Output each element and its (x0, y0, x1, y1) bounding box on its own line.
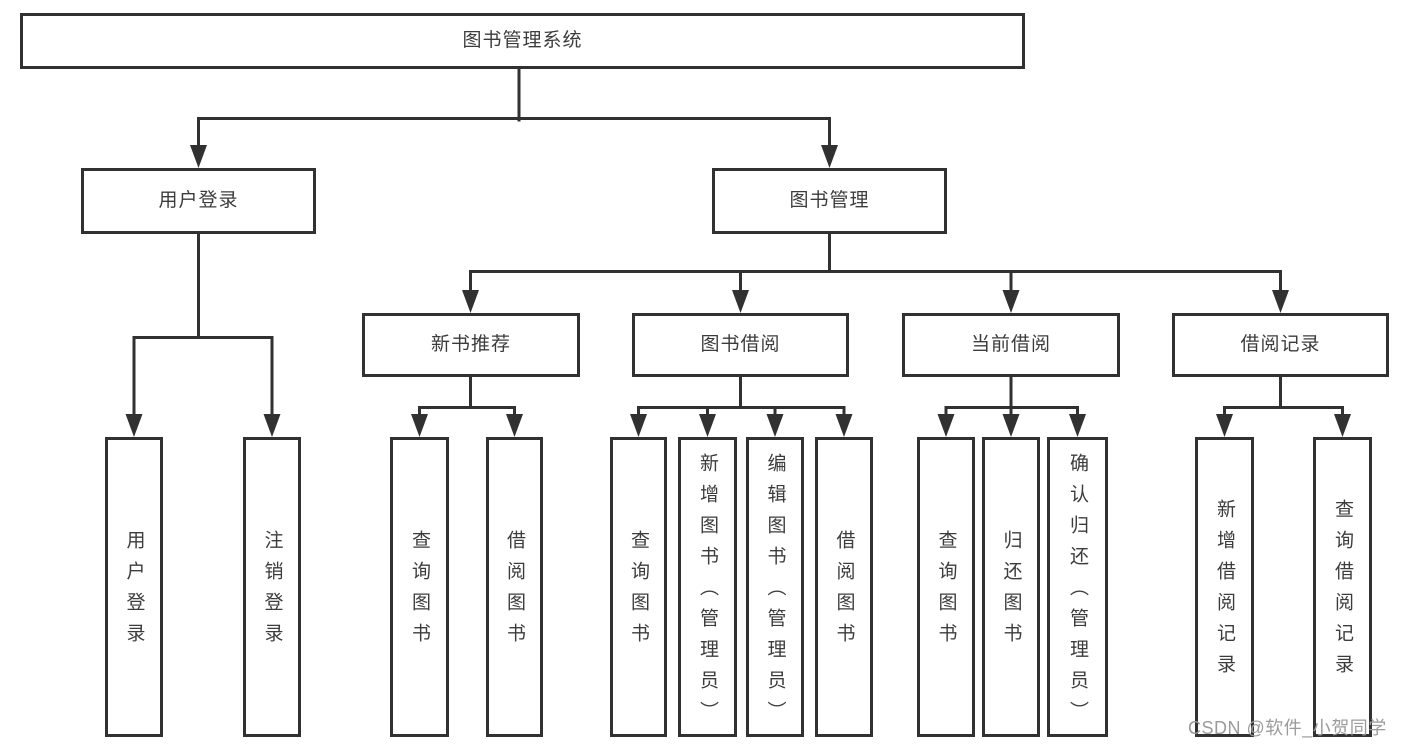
arrow-down-icon (462, 290, 479, 313)
arrow-down-icon (630, 414, 647, 437)
arrow-down-icon (1069, 414, 1086, 437)
arrow-down-icon (1002, 290, 1020, 313)
leaf-user-login: 用户登录 (105, 437, 163, 737)
node-book-borrowing: 图书借阅 (632, 313, 849, 377)
arrow-down-icon (190, 145, 207, 168)
leaf-query-books-current: 查询图书 (917, 437, 975, 737)
leaf-logout-login: 注销登录 (243, 437, 301, 737)
leaf-confirm-return-admin: 确认归还（管理员） (1047, 437, 1108, 737)
leaf-add-borrow-record: 新增借阅记录 (1195, 437, 1254, 737)
node-library-system: 图书管理系统 (20, 13, 1025, 69)
node-book-management: 图书管理 (712, 168, 947, 234)
node-new-book-recommendation: 新书推荐 (362, 313, 580, 377)
arrow-down-icon (263, 414, 281, 437)
arrow-down-icon (506, 414, 523, 437)
leaf-borrow-books-borrow: 借阅图书 (815, 437, 873, 737)
arrow-down-icon (835, 414, 853, 437)
leaf-return-books: 归还图书 (982, 437, 1040, 737)
arrow-down-icon (1334, 414, 1351, 437)
node-user-login: 用户登录 (81, 168, 316, 234)
connector-lines (132, 67, 1344, 420)
node-current-borrowing: 当前借阅 (902, 313, 1120, 377)
arrow-down-icon (699, 414, 716, 437)
arrow-down-icon (1002, 414, 1020, 437)
arrow-down-icon (821, 145, 838, 168)
arrow-down-icon (125, 414, 143, 437)
leaf-query-borrow-record: 查询借阅记录 (1313, 437, 1372, 737)
arrow-down-icon (937, 414, 955, 437)
leaf-add-books-admin: 新增图书（管理员） (678, 437, 737, 737)
arrow-down-icon (732, 290, 749, 313)
leaf-query-books-recommend: 查询图书 (390, 437, 449, 737)
arrow-down-icon (766, 414, 784, 437)
leaf-borrow-books-recommend: 借阅图书 (486, 437, 543, 737)
watermark: CSDN @软件_小贺同学 (1188, 718, 1387, 738)
leaf-query-books-borrow: 查询图书 (610, 437, 667, 737)
arrow-down-icon (411, 414, 428, 437)
arrow-down-icon (1216, 414, 1233, 437)
arrow-down-icon (1272, 290, 1289, 313)
leaf-edit-books-admin: 编辑图书（管理员） (746, 437, 804, 737)
node-borrowing-records: 借阅记录 (1172, 313, 1389, 377)
